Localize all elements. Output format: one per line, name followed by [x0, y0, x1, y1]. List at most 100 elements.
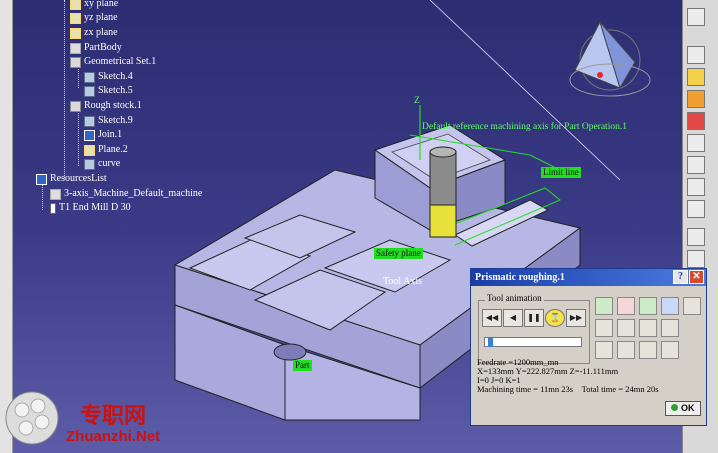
display-mode-icon[interactable]	[595, 297, 613, 315]
machining-axis-label[interactable]: Default reference machining axis for Par…	[422, 122, 627, 132]
options-icon[interactable]	[617, 319, 635, 337]
time-text: Machining time = 11mn 23s Total time = 2…	[477, 384, 659, 394]
partbody-icon	[70, 42, 81, 54]
tool-button[interactable]	[687, 134, 705, 152]
curve-icon	[84, 158, 95, 170]
tree-item-curve[interactable]: curve	[84, 157, 120, 171]
tool-icon[interactable]	[661, 341, 679, 359]
tool-button[interactable]	[687, 228, 705, 246]
end-mill[interactable]	[429, 204, 457, 238]
tree-item-zx-plane[interactable]: zx plane	[70, 26, 118, 40]
tree-item-sketch-4[interactable]: Sketch.4	[84, 70, 133, 84]
tree-item-join[interactable]: Join.1	[84, 128, 122, 142]
animation-slider[interactable]	[484, 337, 582, 347]
check-icon[interactable]	[639, 341, 657, 359]
step-back-button[interactable]: ◀	[503, 309, 523, 327]
camera-icon[interactable]	[595, 341, 613, 359]
sketch-icon	[84, 85, 95, 97]
tool-holder[interactable]	[429, 151, 457, 213]
watermark-logo	[5, 391, 59, 445]
tool-button[interactable]	[687, 90, 705, 108]
tree-item-partbody[interactable]: PartBody	[70, 41, 122, 55]
machine-icon	[50, 188, 61, 200]
tool-top	[429, 146, 457, 158]
hourglass-icon[interactable]: ⌛	[545, 309, 565, 327]
tool-button[interactable]	[687, 250, 705, 268]
analysis-icon[interactable]	[617, 341, 635, 359]
safety-plane-tag[interactable]: Safety plane	[374, 248, 423, 259]
feedrate-text: Feedrate =1200mm_mn	[477, 357, 559, 367]
video-icon[interactable]	[595, 319, 613, 337]
tree-item-xy-plane[interactable]: xy plane	[70, 0, 118, 11]
tree-label: Sketch.4	[98, 71, 133, 82]
tool-button[interactable]	[687, 178, 705, 196]
tool-button[interactable]	[687, 112, 705, 130]
tree-item-resources-list[interactable]: ResourcesList	[36, 172, 107, 186]
slider-thumb[interactable]	[487, 337, 493, 347]
tree-label: Join.1	[98, 129, 123, 140]
tree-item-plane-2[interactable]: Plane.2	[84, 143, 128, 157]
display-mode-icon[interactable]	[683, 297, 701, 315]
specification-tree[interactable]: xy plane yz plane zx plane PartBody Geom…	[14, 0, 274, 220]
left-toolbar-strip[interactable]	[0, 0, 13, 453]
tool-path-2	[439, 187, 561, 246]
hole	[273, 343, 307, 361]
tool-animation-group: ◀◀ ◀ ❚❚ ⌛ ▶▶	[478, 300, 590, 364]
display-mode-icon[interactable]	[639, 297, 657, 315]
dialog-title: Prismatic roughing.1	[475, 272, 565, 283]
sketch-icon	[84, 115, 95, 127]
dialog-title-bar[interactable]: Prismatic roughing.1 ? ✕	[471, 269, 706, 286]
pocket-2	[243, 214, 357, 259]
display-mode-icon[interactable]	[661, 297, 679, 315]
tool-axis-label[interactable]: Tool Axis	[383, 276, 423, 287]
tool-button[interactable]	[687, 68, 705, 86]
plane-icon	[70, 0, 81, 10]
tree-item-rough-stock[interactable]: Rough stock.1	[70, 99, 142, 113]
part-step-top	[284, 344, 421, 421]
ok-button[interactable]: OK	[665, 401, 701, 416]
pause-button[interactable]: ❚❚	[524, 309, 544, 327]
limit-line-tag[interactable]: Limit line	[541, 167, 581, 178]
tool-button[interactable]	[687, 156, 705, 174]
watermark-en: Zhuanzhi.Net	[66, 428, 161, 445]
display-mode-icon[interactable]	[617, 297, 635, 315]
tree-item-yz-plane[interactable]: yz plane	[70, 11, 118, 25]
total-time: Total time = 24mn 20s	[581, 384, 659, 394]
fast-forward-button[interactable]: ▶▶	[566, 309, 586, 327]
tree-label: yz plane	[84, 12, 118, 23]
grid-icon[interactable]	[661, 319, 679, 337]
tree-label: Rough stock.1	[84, 100, 142, 111]
tree-label: 3-axis_Machine_Default_machine	[64, 188, 203, 199]
tree-label: Plane.2	[98, 144, 128, 155]
tree-item-geometrical-set[interactable]: Geometrical Set.1	[70, 55, 156, 69]
tool-button[interactable]	[687, 46, 705, 64]
part-tag[interactable]: Part	[293, 360, 312, 371]
tool-button[interactable]	[687, 8, 705, 26]
prismatic-roughing-dialog[interactable]: Prismatic roughing.1 ? ✕ ◀◀ ◀ ❚❚ ⌛ ▶▶ To…	[470, 268, 707, 426]
compass-icon[interactable]	[569, 20, 651, 97]
tree-item-sketch-5[interactable]: Sketch.5	[84, 84, 133, 98]
close-button[interactable]: ✕	[689, 270, 704, 284]
tool-button[interactable]	[687, 200, 705, 218]
geometrical-set-icon	[70, 56, 81, 68]
tree-item-machine[interactable]: 3-axis_Machine_Default_machine	[50, 187, 202, 201]
plane-icon	[84, 144, 95, 156]
tree-item-end-mill[interactable]: T1 End Mill D 30	[50, 201, 131, 215]
watermark-cn: 专职网	[80, 404, 147, 429]
help-button[interactable]: ?	[673, 270, 688, 284]
tree-item-sketch-9[interactable]: Sketch.9	[84, 114, 133, 128]
ok-icon	[671, 404, 679, 411]
tree-label: PartBody	[84, 42, 122, 53]
pocket-3	[253, 269, 387, 331]
rewind-button[interactable]: ◀◀	[482, 309, 502, 327]
end-mill-icon	[50, 202, 56, 214]
machining-time: Machining time = 11mn 23s	[477, 384, 574, 394]
tree-label: curve	[98, 158, 121, 169]
tree-label: Geometrical Set.1	[84, 56, 157, 67]
sketch-icon	[84, 71, 95, 83]
ijk-text: I=0 J=0 K=1	[477, 375, 521, 385]
tree-label: xy plane	[84, 0, 119, 9]
settings-icon[interactable]	[639, 319, 657, 337]
plane-icon	[70, 27, 81, 39]
tree-label: ResourcesList	[50, 173, 107, 184]
